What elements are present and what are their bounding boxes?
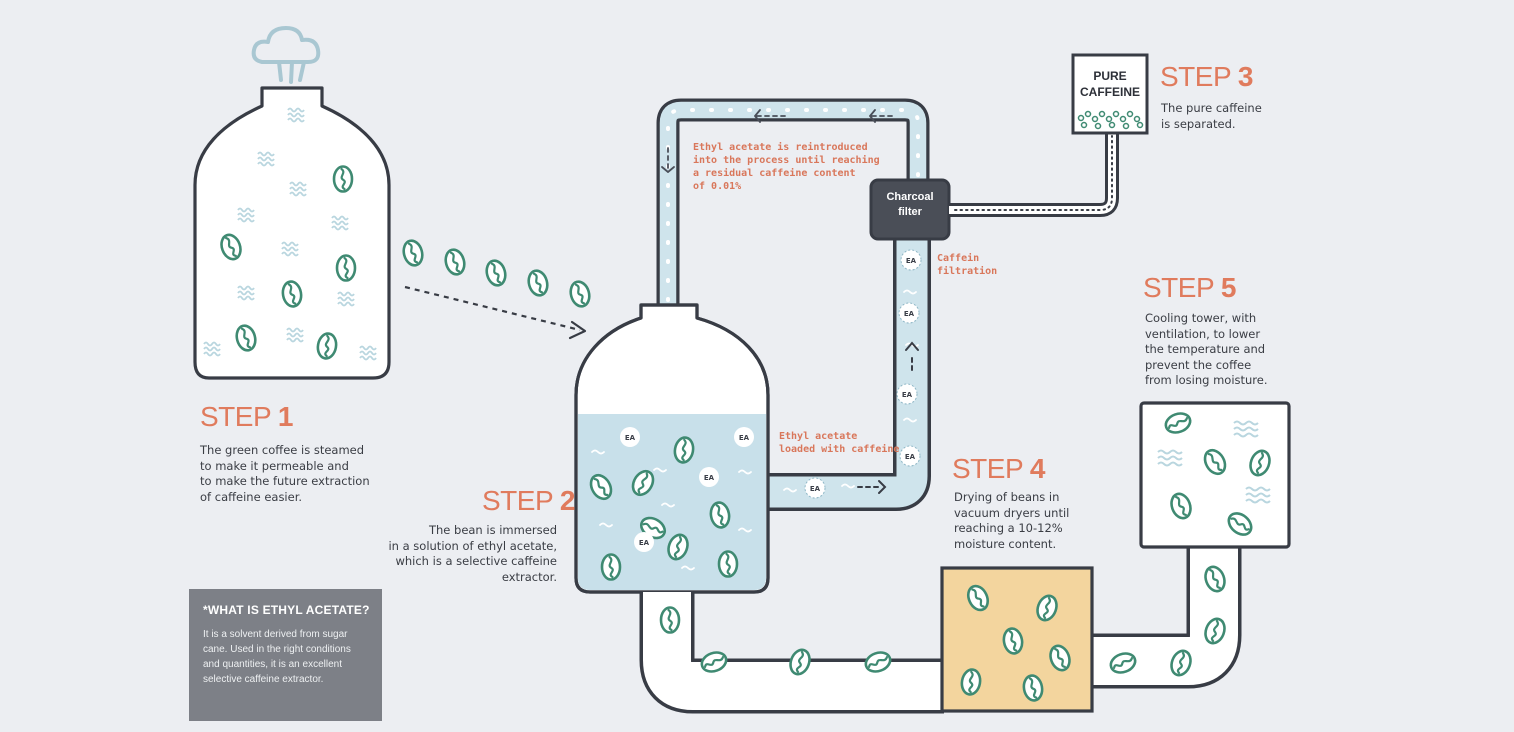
step-1-title: STEP 1 [200, 403, 293, 431]
info-box-title: *WHAT IS ETHYL ACETATE? [203, 603, 370, 617]
step-2-title: STEP 2 [482, 487, 575, 515]
ea-molecule: EA [804, 477, 826, 499]
svg-text:EA: EA [639, 539, 650, 547]
step-number: 4 [1029, 453, 1046, 484]
ethyl-acetate-info-box: *WHAT IS ETHYL ACETATE? It is a solvent … [189, 589, 382, 721]
ea-molecule: EA [900, 249, 922, 271]
step-label: STEP [1160, 61, 1231, 92]
step-2-description: The bean is immersed in a solution of et… [388, 523, 557, 584]
ethyl-acetate-molecules: EA EA EA EA EA EA EA EA EA [620, 249, 922, 552]
step-number: 1 [277, 401, 294, 432]
step-4-title: STEP 4 [952, 455, 1045, 483]
ea-molecule: EA [898, 302, 920, 324]
caffeine-filtration-annotation: Caffein filtration [937, 253, 998, 277]
step-5-title: STEP 5 [1143, 274, 1236, 302]
pure-caffeine-box [1071, 53, 1149, 135]
step-label: STEP [952, 453, 1023, 484]
ea-molecule: EA [896, 383, 918, 405]
transfer-arrow-icon [404, 285, 587, 340]
flow-arrows-top [661, 109, 893, 173]
step-3-title: STEP 3 [1160, 63, 1253, 91]
step-4-description: Drying of beans in vacuum dryers until r… [954, 490, 1070, 551]
ea-molecule: EA [734, 427, 754, 447]
reintroduction-annotation: Ethyl acetate is reintroduced into the p… [693, 142, 880, 192]
caffeine-filtration-pipe [768, 235, 931, 511]
steaming-bottle [193, 86, 391, 380]
svg-text:EA: EA [902, 391, 913, 399]
beans-in-transit [399, 237, 594, 310]
step-1-description: The green coffee is steamed to make it p… [200, 443, 370, 504]
caffeine-output-pipe [949, 132, 1119, 217]
recirculation-pipe [656, 98, 930, 305]
step-label: STEP [200, 401, 271, 432]
ea-molecule: EA [634, 532, 654, 552]
charcoal-filter-label: Charcoal filter [886, 191, 934, 218]
step-number: 5 [1220, 272, 1237, 303]
ea-molecule: EA [899, 445, 921, 467]
steam-cloud-icon [251, 26, 321, 84]
step-5-description: Cooling tower, with ventilation, to lowe… [1145, 311, 1268, 387]
step-label: STEP [1143, 272, 1214, 303]
svg-text:EA: EA [739, 434, 750, 442]
cooling-tower-box [1139, 401, 1291, 549]
flow-arrows-bottom [857, 341, 919, 494]
loaded-caffeine-annotation: Ethyl acetate loaded with caffeine [779, 431, 900, 455]
info-box-text: It is a solvent derived from sugar cane.… [203, 629, 351, 685]
svg-text:EA: EA [704, 474, 715, 482]
vacuum-dryer-box [940, 566, 1094, 713]
pure-caffeine-label: PURE CAFFEINE [1080, 69, 1140, 99]
step-label: STEP [482, 485, 553, 516]
step-3-description: The pure caffeine is separated. [1161, 101, 1262, 131]
ea-molecule: EA [699, 467, 719, 487]
ea-molecule: EA [620, 427, 640, 447]
svg-text:EA: EA [625, 434, 636, 442]
svg-text:EA: EA [906, 257, 917, 265]
svg-text:EA: EA [904, 310, 915, 318]
step-number: 3 [1237, 61, 1254, 92]
svg-text:EA: EA [905, 453, 916, 461]
step-number: 2 [559, 485, 576, 516]
svg-text:EA: EA [810, 485, 821, 493]
